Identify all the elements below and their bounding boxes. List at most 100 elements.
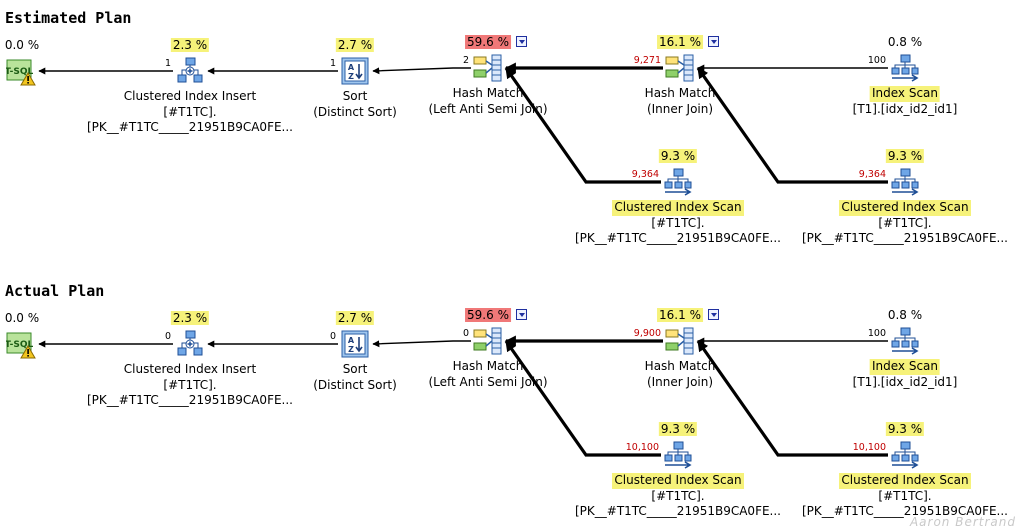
- clustered-index-insert-icon[interactable]: [175, 329, 205, 359]
- operator-label-line: (Inner Join): [646, 101, 714, 116]
- cost-percent: 59.6 %: [465, 308, 511, 322]
- operator-label-line: Clustered Index Insert: [123, 362, 257, 376]
- chevron-down-icon[interactable]: [516, 309, 527, 320]
- operator-label-line: [T1].[idx_id2_id1]: [852, 101, 958, 116]
- cost-percent: 2.3 %: [170, 38, 210, 52]
- svg-text:A: A: [348, 63, 355, 72]
- chevron-down-icon[interactable]: [516, 36, 527, 47]
- operator-label-line: [PK__#T1TC_____21951B9CA0FE...: [86, 120, 294, 134]
- cost-percent: 0.8 %: [887, 308, 923, 322]
- operator-label-line: [PK__#T1TC_____21951B9CA0FE...: [86, 393, 294, 407]
- operator-label-line: Hash Match: [644, 86, 716, 100]
- row-count: 100: [867, 55, 886, 66]
- svg-text:T-SQL: T-SQL: [6, 340, 33, 350]
- operator-label: Hash Match(Inner Join): [645, 86, 716, 117]
- operator-label: Clustered Index Insert[#T1TC].[PK__#T1TC…: [87, 89, 293, 136]
- row-count: 0: [329, 331, 336, 342]
- operator-label-line: (Inner Join): [646, 374, 714, 389]
- operator-label: Clustered Index Scan[#T1TC].[PK__#T1TC__…: [575, 473, 781, 520]
- cost-percent: 2.7 %: [335, 311, 375, 325]
- operator-label-line: [T1].[idx_id2_id1]: [852, 374, 958, 389]
- hash-match-icon[interactable]: [473, 53, 503, 83]
- operator-label-line: Sort: [342, 89, 368, 103]
- index-scan-icon[interactable]: [890, 53, 920, 83]
- operator-label-line: Hash Match: [452, 359, 524, 373]
- data-flow-arrow[interactable]: [696, 67, 888, 184]
- operator-label-line: Clustered Index Insert: [123, 89, 257, 103]
- operator-label-line: [PK__#T1TC_____21951B9CA0FE...: [574, 231, 782, 245]
- svg-text:A: A: [348, 336, 355, 345]
- clustered-index-insert-icon[interactable]: [175, 56, 205, 86]
- row-count: 1: [329, 58, 336, 69]
- operator-label-line: Hash Match: [452, 86, 524, 100]
- operator-label-line: [#T1TC].: [163, 377, 217, 392]
- clustered-index-scan-icon[interactable]: [890, 440, 920, 470]
- operator-label-line: [#T1TC].: [651, 488, 705, 503]
- svg-text:T-SQL: T-SQL: [6, 67, 33, 77]
- hash-match-icon[interactable]: [665, 53, 695, 83]
- cost-percent: 9.3 %: [658, 422, 698, 436]
- cost-percent: 9.3 %: [885, 422, 925, 436]
- operator-label-line: [#T1TC].: [163, 104, 217, 119]
- cost-percent: 2.7 %: [335, 38, 375, 52]
- operator-label-line: Clustered Index Scan: [612, 473, 744, 489]
- operator-label-line: (Left Anti Semi Join): [428, 374, 548, 389]
- data-flow-arrow[interactable]: [696, 340, 888, 457]
- chevron-down-icon[interactable]: [708, 309, 719, 320]
- data-flow-arrow[interactable]: [504, 67, 661, 184]
- t-sql-warning-icon[interactable]: T-SQL: [5, 329, 36, 359]
- row-count: 0: [164, 331, 171, 342]
- clustered-index-scan-icon[interactable]: [663, 440, 693, 470]
- hash-match-icon[interactable]: [473, 326, 503, 356]
- operator-label: Sort(Distinct Sort): [313, 362, 397, 393]
- chevron-down-icon[interactable]: [708, 36, 719, 47]
- operator-label: Hash Match(Left Anti Semi Join): [428, 359, 547, 390]
- actual-plan-title: Actual Plan: [5, 282, 105, 300]
- operator-label: Sort(Distinct Sort): [313, 89, 397, 120]
- cost-percent: 9.3 %: [658, 149, 698, 163]
- cost-percent: 9.3 %: [885, 149, 925, 163]
- cost-percent: 59.6 %: [465, 35, 511, 49]
- operator-label-line: (Distinct Sort): [313, 104, 397, 119]
- clustered-index-scan-icon[interactable]: [890, 167, 920, 197]
- operator-label: Clustered Index Insert[#T1TC].[PK__#T1TC…: [87, 362, 293, 409]
- operator-label-line: Clustered Index Scan: [839, 200, 971, 216]
- cost-percent: 16.1 %: [657, 308, 703, 322]
- sort-icon[interactable]: A Z: [340, 56, 370, 86]
- row-count: 100: [867, 328, 886, 339]
- svg-text:Z: Z: [348, 345, 354, 354]
- watermark: Aaron Bertrand: [909, 515, 1016, 529]
- clustered-index-scan-icon[interactable]: [663, 167, 693, 197]
- cost-percent: 0.0 %: [4, 38, 40, 52]
- row-count: 1: [164, 58, 171, 69]
- operator-label-line: (Left Anti Semi Join): [428, 101, 548, 116]
- hash-match-icon[interactable]: [665, 326, 695, 356]
- operator-label-line: Index Scan: [869, 86, 941, 102]
- row-count: 9,364: [858, 169, 886, 180]
- data-flow-arrow[interactable]: [504, 340, 661, 457]
- operator-label-line: (Distinct Sort): [313, 377, 397, 392]
- operator-label-line: Clustered Index Scan: [839, 473, 971, 489]
- cost-percent: 2.3 %: [170, 311, 210, 325]
- cost-percent: 0.0 %: [4, 311, 40, 325]
- operator-label-line: Clustered Index Scan: [612, 200, 744, 216]
- operator-label-line: [PK__#T1TC_____21951B9CA0FE...: [574, 504, 782, 518]
- data-flow-arrow[interactable]: [372, 67, 471, 75]
- operator-label: Clustered Index Scan[#T1TC].[PK__#T1TC__…: [802, 473, 1008, 520]
- row-count: 0: [462, 328, 469, 339]
- operator-label-line: [PK__#T1TC_____21951B9CA0FE...: [801, 231, 1009, 245]
- estimated-plan-title: Estimated Plan: [5, 9, 132, 27]
- sort-icon[interactable]: A Z: [340, 329, 370, 359]
- operator-label: Hash Match(Left Anti Semi Join): [428, 86, 547, 117]
- cost-percent: 16.1 %: [657, 35, 703, 49]
- index-scan-icon[interactable]: [890, 326, 920, 356]
- t-sql-warning-icon[interactable]: T-SQL: [5, 56, 36, 86]
- operator-label: Clustered Index Scan[#T1TC].[PK__#T1TC__…: [802, 200, 1008, 247]
- operator-label-line: [#T1TC].: [878, 488, 932, 503]
- row-count: 9,271: [633, 55, 661, 66]
- operator-label-line: [PK__#T1TC_____21951B9CA0FE...: [801, 504, 1009, 518]
- operator-label-line: Sort: [342, 362, 368, 376]
- operator-label-line: [#T1TC].: [878, 215, 932, 230]
- data-flow-arrow[interactable]: [372, 340, 471, 348]
